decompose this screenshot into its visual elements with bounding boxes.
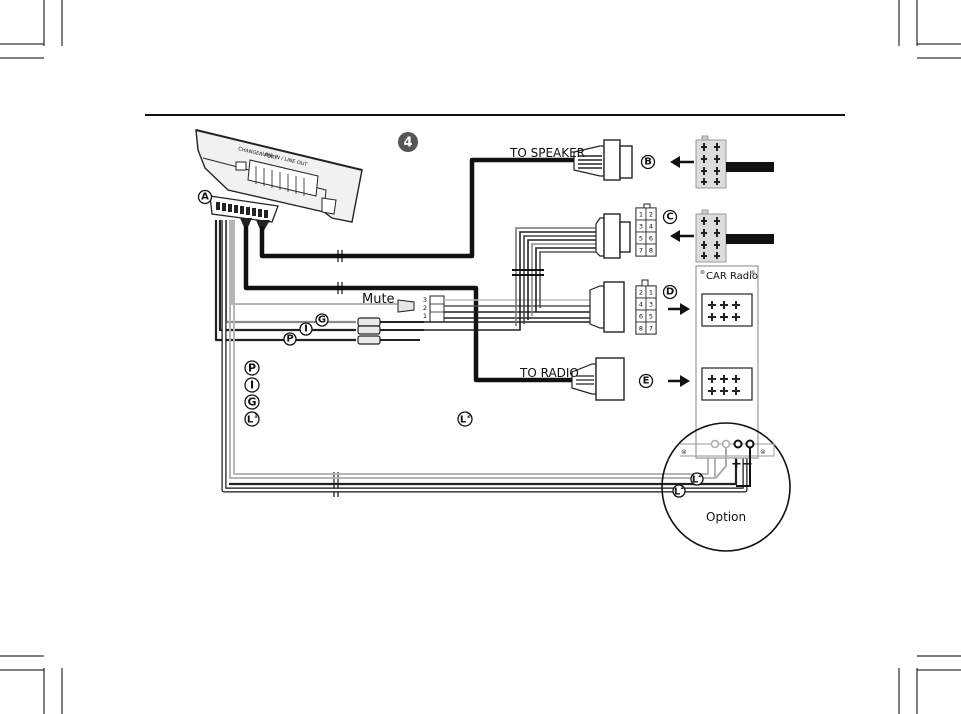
to-radio-label: TO RADIO	[519, 366, 579, 380]
connector-c-pin-number: 4	[649, 223, 653, 231]
svg-text:⊗: ⊗	[681, 448, 687, 456]
svg-text:P: P	[248, 362, 256, 375]
connector-d-pin-number: 6	[639, 313, 643, 321]
svg-text:A: A	[201, 192, 209, 203]
legend-l2: L 2	[458, 412, 472, 426]
to-speaker-label: TO SPEAKER	[509, 146, 585, 160]
tag-a: A	[199, 191, 212, 204]
connector-d-harness	[590, 282, 624, 332]
option-label: Option	[706, 510, 746, 524]
tag-g: G	[316, 314, 328, 326]
connector-d-pin-number: 5	[649, 313, 653, 321]
inline-couplers	[358, 318, 424, 344]
legend-i: I	[245, 378, 259, 392]
connector-d-pin-number: 4	[639, 301, 643, 309]
arrows	[668, 156, 694, 387]
connector-c-pin-number: 1	[639, 211, 643, 219]
svg-text:1: 1	[680, 485, 684, 491]
minus-sign: −	[742, 457, 753, 472]
car-radio-unit: ⊗ ⊗	[696, 266, 758, 458]
connector-c-pin-number: 5	[639, 235, 643, 243]
vehicle-speaker-connector	[696, 136, 774, 188]
connector-c-pin-number: 3	[639, 223, 643, 231]
svg-text:2: 2	[423, 304, 427, 312]
connector-d-pin-number: 3	[649, 301, 653, 309]
connector-d-pin-number: 2	[639, 289, 643, 297]
svg-text:2: 2	[698, 473, 702, 479]
tag-c: C	[664, 211, 677, 224]
svg-text:L: L	[460, 415, 467, 426]
car-radio-label: CAR Radio	[706, 271, 758, 282]
svg-text:G: G	[247, 396, 256, 409]
legend-l1: L 1	[245, 412, 259, 426]
connector-d-pin-number: 1	[649, 289, 653, 297]
svg-text:⊗: ⊗	[760, 448, 766, 456]
svg-text:D: D	[666, 287, 674, 298]
vehicle-power-connector	[696, 210, 774, 262]
mute-label: Mute	[362, 292, 395, 307]
tag-p: P	[284, 333, 296, 345]
connector-c-pin-number: 8	[649, 247, 653, 255]
connector-d-pin-number: 7	[649, 325, 653, 333]
wire-i	[220, 220, 356, 330]
tag-e: E	[640, 375, 653, 388]
svg-text:C: C	[666, 212, 673, 223]
connector-c-harness	[596, 214, 630, 258]
wire-l1-inner	[224, 220, 745, 490]
connector-e-harness	[572, 358, 624, 400]
svg-text:L: L	[247, 415, 254, 426]
svg-text:G: G	[318, 315, 326, 326]
wire-l2	[230, 220, 715, 478]
svg-text:P: P	[286, 334, 293, 345]
connector-c-pin-number: 2	[649, 211, 653, 219]
wire-bundle	[424, 228, 596, 330]
svg-text:1: 1	[423, 312, 427, 320]
tag-b: B	[642, 156, 655, 169]
tag-l2: L 2	[691, 473, 703, 486]
svg-text:2: 2	[467, 413, 471, 420]
legend-g: G	[245, 395, 259, 409]
step-number: 4	[403, 136, 412, 151]
tag-d: D	[664, 286, 677, 299]
svg-text:I: I	[250, 379, 254, 392]
legend-p: P	[245, 361, 259, 375]
tag-l1: L 1	[673, 485, 685, 498]
tag-i: I	[300, 323, 312, 335]
svg-text:3: 3	[423, 296, 427, 304]
svg-text:⊗: ⊗	[700, 269, 705, 276]
connector-c-pin-number: 6	[649, 235, 653, 243]
step-number-badge: 4	[398, 132, 418, 152]
svg-text:1: 1	[254, 413, 258, 420]
svg-text:I: I	[304, 324, 308, 335]
wire-l1-outline	[224, 220, 745, 490]
mute-block: 3 2 1	[398, 296, 444, 322]
svg-text:B: B	[644, 157, 652, 168]
connector-d-pin-number: 8	[639, 325, 643, 333]
plus-sign: +	[731, 457, 742, 472]
connector-c-pin-number: 7	[639, 247, 643, 255]
svg-text:E: E	[643, 376, 650, 387]
